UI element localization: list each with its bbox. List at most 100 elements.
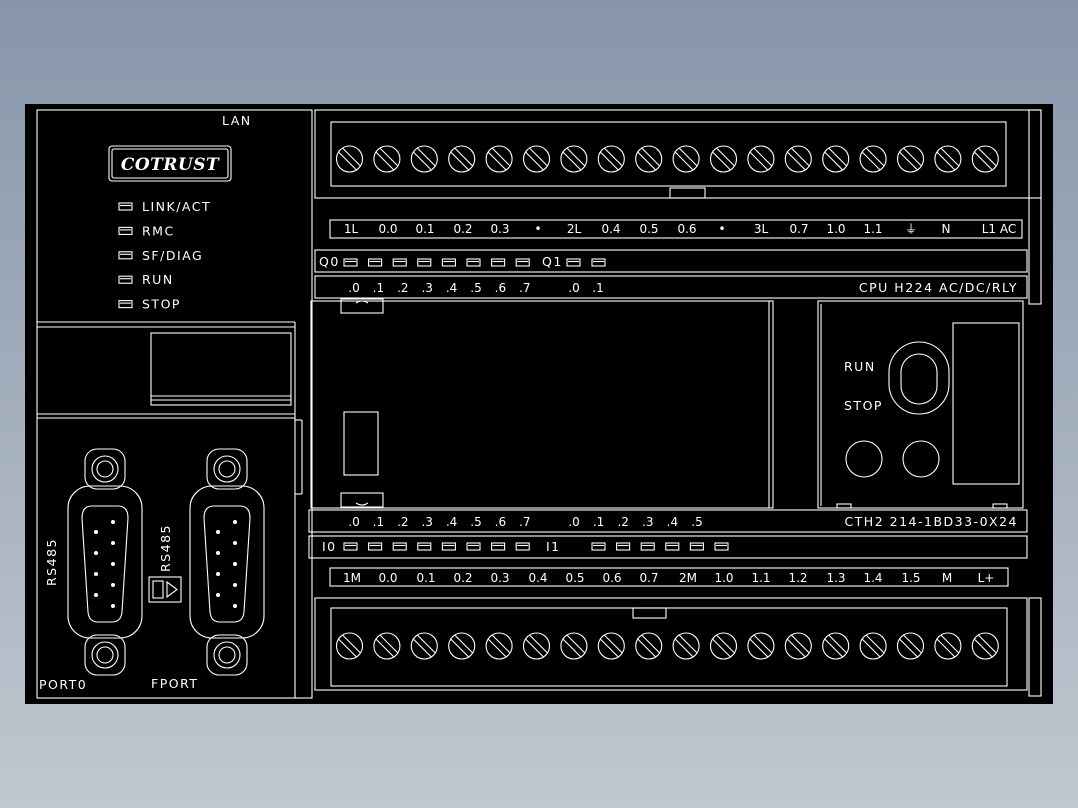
top-terminal-label: 0.0 xyxy=(378,222,397,236)
top-terminal-screw[interactable] xyxy=(822,145,850,173)
bottom-terminal-label: 1.1 xyxy=(751,571,770,585)
bottom-terminal-screw[interactable] xyxy=(859,632,887,660)
left-panel-frame xyxy=(36,109,313,699)
top-terminal-screw[interactable] xyxy=(410,145,438,173)
top-terminal-screw[interactable] xyxy=(560,145,588,173)
potentiometer-left[interactable] xyxy=(845,440,883,478)
top-terminal-screw[interactable] xyxy=(335,145,364,173)
brand-logo-text: COTRUST xyxy=(121,155,220,175)
port-arrow-icon xyxy=(148,576,182,603)
top-terminal-screw[interactable] xyxy=(934,145,962,173)
bottom-terminal-screw[interactable] xyxy=(410,632,438,660)
bottom-terminal-screw[interactable] xyxy=(522,632,551,660)
status-led-label: RUN xyxy=(142,272,174,287)
top-terminal-screw[interactable] xyxy=(971,145,999,173)
top-terminal-screw[interactable] xyxy=(485,145,513,173)
input-led xyxy=(491,542,506,551)
top-terminal-screw[interactable] xyxy=(522,145,551,173)
bottom-terminal-screw[interactable] xyxy=(485,632,513,660)
memory-card-slot[interactable] xyxy=(150,332,292,406)
input-led xyxy=(616,542,631,551)
bottom-terminal-label: M xyxy=(942,571,952,585)
main-body: RUN STOP xyxy=(310,298,1024,509)
top-terminal-screw[interactable] xyxy=(709,145,738,173)
top-terminal-label: L1 AC xyxy=(982,222,1017,236)
output-led xyxy=(392,258,407,267)
output-led xyxy=(417,258,432,267)
top-terminal-screw[interactable] xyxy=(747,145,775,173)
output-bit-label: .2 xyxy=(397,281,408,295)
run-stop-switch[interactable] xyxy=(888,341,950,415)
bottom-terminal-screw[interactable] xyxy=(747,632,775,660)
status-led-label: STOP xyxy=(142,297,181,312)
input-led xyxy=(466,542,481,551)
bottom-terminal-label: 0.4 xyxy=(528,571,547,585)
bottom-terminal-screw[interactable] xyxy=(373,632,401,660)
status-led-indicator xyxy=(118,275,133,284)
output-led xyxy=(368,258,383,267)
top-terminal-screw[interactable] xyxy=(635,145,663,173)
bottom-terminal-label: 0.6 xyxy=(602,571,621,585)
brand-logo: COTRUST xyxy=(108,145,232,182)
top-terminal-screw[interactable] xyxy=(896,145,925,173)
input-bit-label: .6 xyxy=(495,515,506,529)
output-bit-label: .1 xyxy=(592,281,603,295)
lan-label: LAN xyxy=(222,113,252,128)
switch-run-label: RUN xyxy=(844,359,876,374)
top-terminal-screw[interactable] xyxy=(597,145,625,173)
top-terminal-screw[interactable] xyxy=(859,145,887,173)
top-terminal-label: ⏚ xyxy=(905,222,917,236)
port0-rs485-label: RS485 xyxy=(44,538,59,586)
order-number-label: CTH2 214-1BD33-0X24 xyxy=(844,514,1018,529)
bottom-terminal-screw[interactable] xyxy=(335,632,364,660)
input-led-strip: .0.1.2.3.4.5.6.7.0.1.2.3.4.5 CTH2 214-1B… xyxy=(308,509,1028,559)
bottom-terminal-screw[interactable] xyxy=(709,632,738,660)
bottom-terminal-label: 0.0 xyxy=(378,571,397,585)
output-led xyxy=(515,258,530,267)
fport-rs485-label: RS485 xyxy=(158,524,173,572)
fport-db9-connector[interactable] xyxy=(189,448,265,676)
output-bit-label: .0 xyxy=(348,281,359,295)
output-led xyxy=(343,258,358,267)
potentiometer-right[interactable] xyxy=(902,440,940,478)
bottom-terminal-screw[interactable] xyxy=(560,632,588,660)
top-terminal-label: 0.3 xyxy=(490,222,509,236)
input-bit-label: .2 xyxy=(397,515,408,529)
top-terminal-label: 3L xyxy=(754,222,769,236)
bottom-terminal-label: 1M xyxy=(343,571,361,585)
port0-db9-connector[interactable] xyxy=(67,448,143,676)
bottom-terminal-label: L+ xyxy=(978,571,995,585)
top-terminal-screw[interactable] xyxy=(672,145,700,173)
output-bit-label: .6 xyxy=(495,281,506,295)
bottom-terminal-screw[interactable] xyxy=(971,632,999,660)
input-led xyxy=(343,542,358,551)
top-terminal-label: 0.5 xyxy=(639,222,658,236)
bottom-terminal-label: 0.2 xyxy=(453,571,472,585)
top-terminal-label: 1.1 xyxy=(863,222,882,236)
bottom-terminal-screw[interactable] xyxy=(597,632,625,660)
top-terminal-label: 1.0 xyxy=(826,222,845,236)
bottom-terminal-screw[interactable] xyxy=(896,632,925,660)
bottom-terminal-screw[interactable] xyxy=(448,632,476,660)
bottom-terminal-screw[interactable] xyxy=(672,632,700,660)
top-terminal-screw[interactable] xyxy=(373,145,401,173)
input-led xyxy=(368,542,383,551)
top-terminal-screw[interactable] xyxy=(784,145,812,173)
bottom-terminal-label: 1.5 xyxy=(901,571,920,585)
bottom-terminal-screw[interactable] xyxy=(635,632,663,660)
input-led xyxy=(665,542,680,551)
top-terminal-screw[interactable] xyxy=(448,145,476,173)
top-terminal-label: • xyxy=(534,222,541,236)
bottom-terminal-screw[interactable] xyxy=(822,632,850,660)
input-led xyxy=(640,542,655,551)
bottom-terminal-screw[interactable] xyxy=(934,632,962,660)
bottom-terminal-label-strip xyxy=(329,567,1009,587)
output-bit-label: .1 xyxy=(373,281,384,295)
bottom-terminal-label: 1.3 xyxy=(826,571,845,585)
top-terminal-label-strip xyxy=(329,219,1023,239)
status-led-indicator xyxy=(118,300,133,309)
output-bit-label: .7 xyxy=(519,281,530,295)
bottom-terminal-screw[interactable] xyxy=(784,632,812,660)
